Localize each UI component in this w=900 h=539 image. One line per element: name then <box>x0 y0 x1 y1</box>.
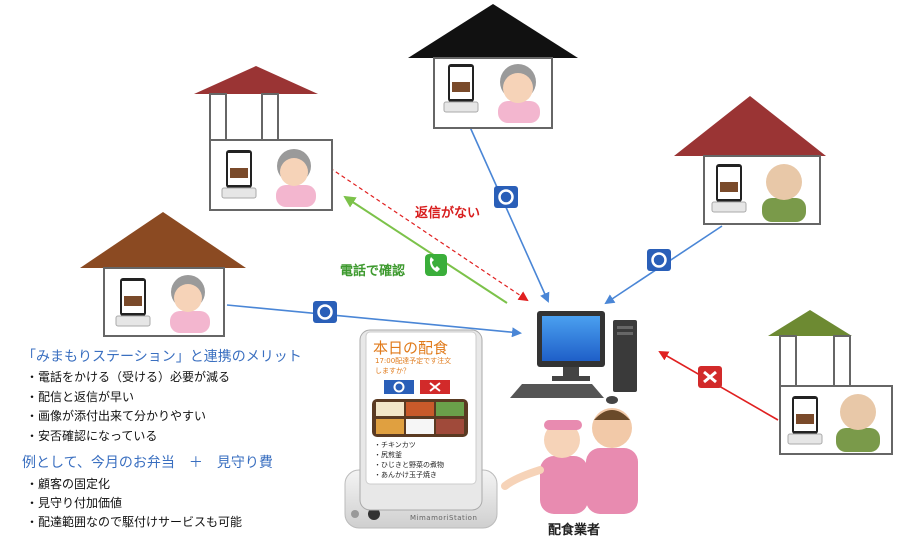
benefit-item: ・画像が添付出来て分かりやすい <box>26 409 207 423</box>
tablet-icon <box>115 278 151 327</box>
house-left <box>80 212 246 337</box>
benefit-item: ・安否確認になっている <box>26 429 158 443</box>
elderly-woman-icon <box>276 149 316 207</box>
example-item: ・顧客の固定化 <box>26 477 111 491</box>
computer-icon <box>510 311 637 404</box>
tablet-icon <box>787 396 823 445</box>
arrow-no-reply-dashed <box>329 167 529 302</box>
arrow-phone-confirm <box>343 195 508 304</box>
tablet-icon <box>221 150 257 199</box>
device-screen-title: 本日の配食 <box>373 339 449 357</box>
house-right <box>674 96 826 225</box>
menu-item: ・チキンカツ <box>374 441 416 449</box>
example-item: ・見守り付加価値 <box>26 496 123 510</box>
example-item: ・配達範囲なので駆付けサービスも可能 <box>26 515 243 529</box>
benefit-item: ・配信と返信が早い <box>26 390 135 404</box>
house-top-left <box>194 66 333 211</box>
device-question-line2: しますか？ <box>375 367 410 375</box>
elderly-woman-icon <box>170 275 210 333</box>
tablet-icon <box>443 64 479 113</box>
ng-badge-icon <box>698 366 722 388</box>
device-ok-button[interactable] <box>384 380 414 394</box>
arrow-left-house-to-pc <box>226 304 522 338</box>
device-question-line1: 17:00配達予定です注文 <box>375 357 452 365</box>
phone-confirm-label: 電話で確認 <box>340 264 406 279</box>
benefit-item: ・電話をかける（受ける）必要が減る <box>26 370 231 384</box>
ok-badge-icon <box>494 186 518 208</box>
mimamori-station-device <box>344 329 498 529</box>
elderly-man-icon <box>836 394 880 452</box>
arrow-top-house-to-pc <box>469 126 550 303</box>
ok-badge-icon <box>313 301 337 323</box>
elderly-woman-icon <box>498 64 540 123</box>
no-reply-label: 返信がない <box>415 206 481 221</box>
device-menu-list: ・チキンカツ ・尻煎釜 ・ひじきと野菜の煮物 ・あんかけ玉子焼き <box>374 440 444 480</box>
menu-item: ・あんかけ玉子焼き <box>374 471 437 479</box>
vendor-staff-icon <box>501 408 638 514</box>
vendor-label: 配食業者 <box>548 523 601 538</box>
house-top-center <box>408 4 578 129</box>
benefits-title: 「みまもりステーション」と連携のメリット <box>22 349 302 365</box>
bento-box-icon <box>372 399 468 437</box>
device-brand-label: MimamoriStation <box>410 514 478 522</box>
elderly-man-icon <box>762 164 806 222</box>
menu-item: ・尻煎釜 <box>374 451 402 459</box>
menu-item: ・ひじきと野菜の煮物 <box>374 461 444 469</box>
house-bottom-right <box>768 310 893 455</box>
example-title: 例として、今月のお弁当 ＋ 見守り費 <box>22 455 273 471</box>
ok-badge-icon <box>647 249 671 271</box>
tablet-icon <box>711 164 747 213</box>
phone-icon <box>425 254 447 276</box>
